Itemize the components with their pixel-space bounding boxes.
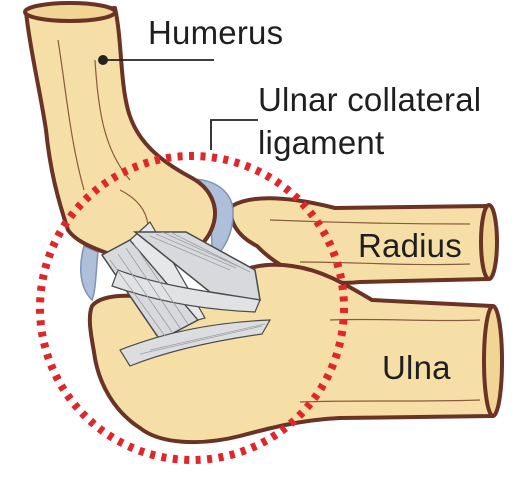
label-ulnar-collateral: Ulnar collateral (258, 81, 482, 118)
humerus-leader (98, 55, 214, 65)
label-radius: Radius (358, 227, 462, 264)
ulnar-collateral-ligament (100, 221, 272, 367)
label-ulna: Ulna (382, 349, 451, 386)
label-humerus: Humerus (148, 14, 284, 51)
label-ligament: ligament (258, 124, 385, 161)
radius-bone (229, 196, 499, 285)
ucl-leader (210, 119, 258, 150)
humerus-bone (23, 1, 217, 265)
highlight-ring (36, 152, 348, 464)
